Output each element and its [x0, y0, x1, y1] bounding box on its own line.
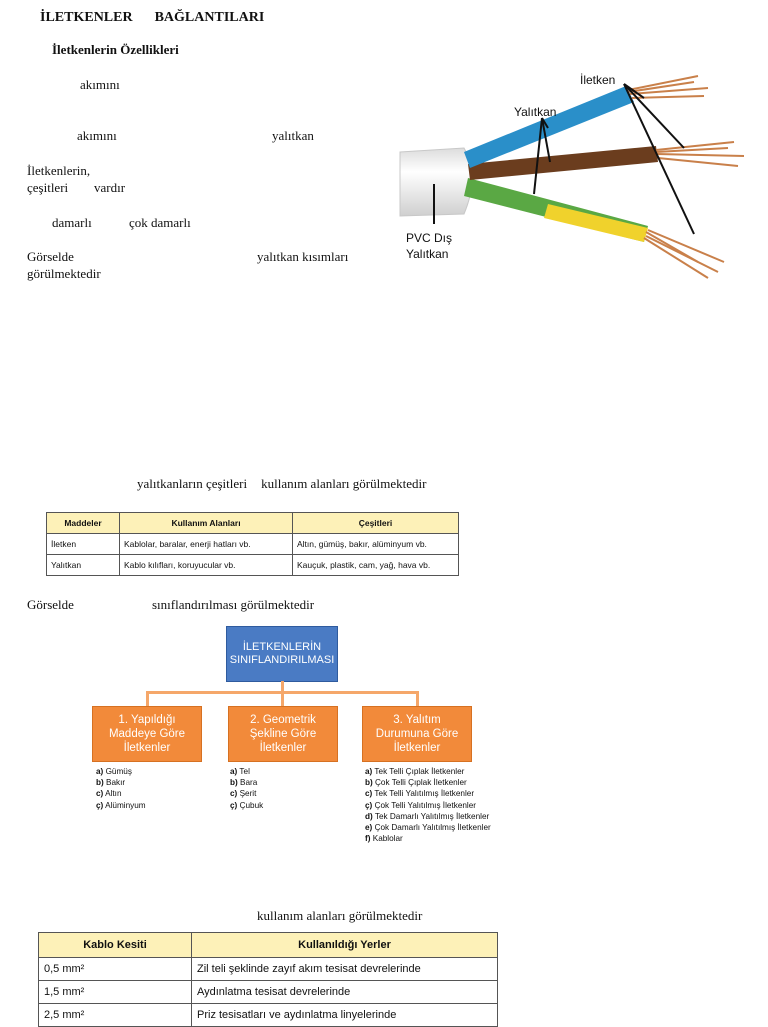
section-subheading: İletkenlerin Özellikleri — [52, 42, 179, 57]
list-item: e) Çok Damarlı Yalıtılmış İletkenler — [365, 823, 491, 833]
table-header: Kablo Kesiti — [38, 932, 192, 958]
brown-wire — [468, 146, 658, 180]
table-cell: İletken — [46, 533, 120, 555]
root-line: İLETKENLERİN — [242, 641, 322, 653]
list-item: b) Çok Telli Çıplak İletkenler — [365, 778, 467, 788]
table-cell: Aydınlatma tesisat devrelerinde — [191, 980, 498, 1004]
box-line: Durumuna Göre — [375, 728, 459, 740]
label-insulator: Yalıtkan — [514, 105, 556, 119]
table1-caption: yalıtkanların çeşitleri kullanım alanları… — [137, 476, 426, 492]
geometry-list: a) Tel b) Bara c) Şerit ç) Çubuk — [230, 766, 263, 811]
list-item: c) Şerit — [230, 789, 257, 799]
text-fragment: Görselde — [27, 249, 74, 264]
box-line: 2. Geometrik — [250, 714, 316, 726]
table-cell: Yalıtkan — [46, 554, 120, 576]
text-fragment: akımını — [80, 77, 120, 92]
label-outer-line2: Yalıtkan — [406, 247, 448, 261]
root-line: SINIFLANDIRILMASI — [229, 654, 335, 666]
box-line: 1. Yapıldığı — [118, 714, 176, 726]
list-item: a) Tek Telli Çıplak İletkenler — [365, 767, 465, 776]
list-item: a) Tel — [230, 767, 250, 776]
connector-line — [281, 691, 284, 707]
text-fragment: çeşitleri — [27, 180, 69, 195]
list-item: ç) Çubuk — [230, 800, 264, 810]
table-row: 2,5 mm² Priz tesisatları ve aydınlatma l… — [38, 1003, 498, 1027]
table-cell: 2,5 mm² — [38, 1003, 192, 1027]
list-item: b) Bara — [230, 778, 258, 788]
list-item: ç) Çok Telli Yalıtılmış İletkenler — [365, 800, 477, 810]
list-item: ç) Alüminyum — [96, 800, 146, 810]
blue-wire — [464, 86, 634, 168]
table-cell: Kauçuk, plastik, cam, yağ, hava vb. — [292, 554, 459, 576]
label-conductor: İletken — [580, 73, 615, 87]
text-fragment: yalıtkan — [272, 128, 314, 143]
table-row: 0,5 mm² Zil teli şeklinde zayıf akım tes… — [38, 957, 498, 981]
table2-caption: kullanım alanları görülmektedir — [257, 908, 423, 923]
table-row: Yalıtkan Kablo kılıfları, koruyucular vb… — [46, 554, 459, 576]
connector-line — [416, 691, 419, 707]
box-line: 3. Yalıtım — [393, 714, 441, 726]
connector-line — [146, 691, 149, 707]
text-fragment: damarlı — [52, 215, 92, 230]
list-item: f) Kablolar — [365, 834, 403, 844]
table-cell: Priz tesisatları ve aydınlatma linyeleri… — [191, 1003, 498, 1027]
insulation-list: a) Tek Telli Çıplak İletkenler b) Çok Te… — [365, 766, 491, 844]
text-fragment: sınıflandırılması görülmektedir — [152, 597, 315, 612]
pvc-sheath — [399, 147, 473, 217]
table-header: Maddeler — [46, 512, 120, 534]
text-fragment: İletkenlerin, — [27, 163, 91, 178]
text-fragment: kullanım alanları görülmektedir — [261, 476, 427, 491]
box-line: İletkenler — [123, 742, 171, 754]
list-item: c) Tek Telli Yalıtılmış İletkenler — [365, 789, 475, 799]
list-item: d) Tek Damarlı Yalıtılmış İletkenler — [365, 811, 490, 821]
table-header: Çeşitleri — [292, 512, 459, 534]
text-fragment: yalıtkanların çeşitleri — [137, 476, 248, 491]
heading-part2: BAĞLANTILARI — [154, 10, 265, 25]
material-list: a) Gümüş b) Bakır c) Altın ç) Alüminyum — [96, 766, 146, 811]
cable-section-table: Kablo Kesiti Kullanıldığı Yerler 0,5 mm²… — [38, 932, 498, 1027]
text-fragment: akımını — [77, 128, 117, 143]
list-item: a) Gümüş — [96, 767, 132, 776]
table-cell: 1,5 mm² — [38, 980, 192, 1004]
table-cell: Kablo kılıfları, koruyucular vb. — [119, 554, 293, 576]
text-fragment: görülmektedir — [27, 266, 101, 281]
text-fragment: yalıtkan kısımları — [257, 249, 349, 264]
table-header: Kullanım Alanları — [119, 512, 293, 534]
table-cell: Zil teli şeklinde zayıf akım tesisat dev… — [191, 957, 498, 981]
box-line: İletkenler — [259, 742, 307, 754]
list-item: b) Bakır — [96, 778, 126, 788]
label-outer-line1: PVC Dış — [406, 231, 452, 245]
table-header-row: Kablo Kesiti Kullanıldığı Yerler — [38, 932, 498, 958]
materials-table: Maddeler Kullanım Alanları Çeşitleri İle… — [46, 512, 459, 576]
box-line: İletkenler — [393, 742, 441, 754]
table-cell: 0,5 mm² — [38, 957, 192, 981]
box-line: Şekline Göre — [249, 728, 317, 740]
text-fragment: Görselde — [27, 597, 74, 612]
cable-illustration: İletken Yalıtkan PVC Dış Yalıtkan — [399, 73, 745, 279]
box-line: Maddeye Göre — [108, 728, 186, 740]
text-fragment: çok damarlı — [129, 215, 191, 230]
connector-line — [281, 681, 284, 693]
page-heading: İLETKENLER BAĞLANTILARI — [40, 10, 264, 26]
table-header: Kullanıldığı Yerler — [191, 932, 498, 958]
table-header-row: Maddeler Kullanım Alanları Çeşitleri — [46, 512, 459, 534]
table-cell: Altın, gümüş, bakır, alüminyum vb. — [292, 533, 459, 555]
list-item: c) Altın — [96, 789, 122, 799]
table-row: İletken Kablolar, baralar, enerji hatlar… — [46, 533, 459, 555]
table-row: 1,5 mm² Aydınlatma tesisat devrelerinde — [38, 980, 498, 1004]
heading-part1: İLETKENLER — [40, 10, 133, 25]
text-fragment: vardır — [94, 180, 126, 195]
table-cell: Kablolar, baralar, enerji hatları vb. — [119, 533, 293, 555]
